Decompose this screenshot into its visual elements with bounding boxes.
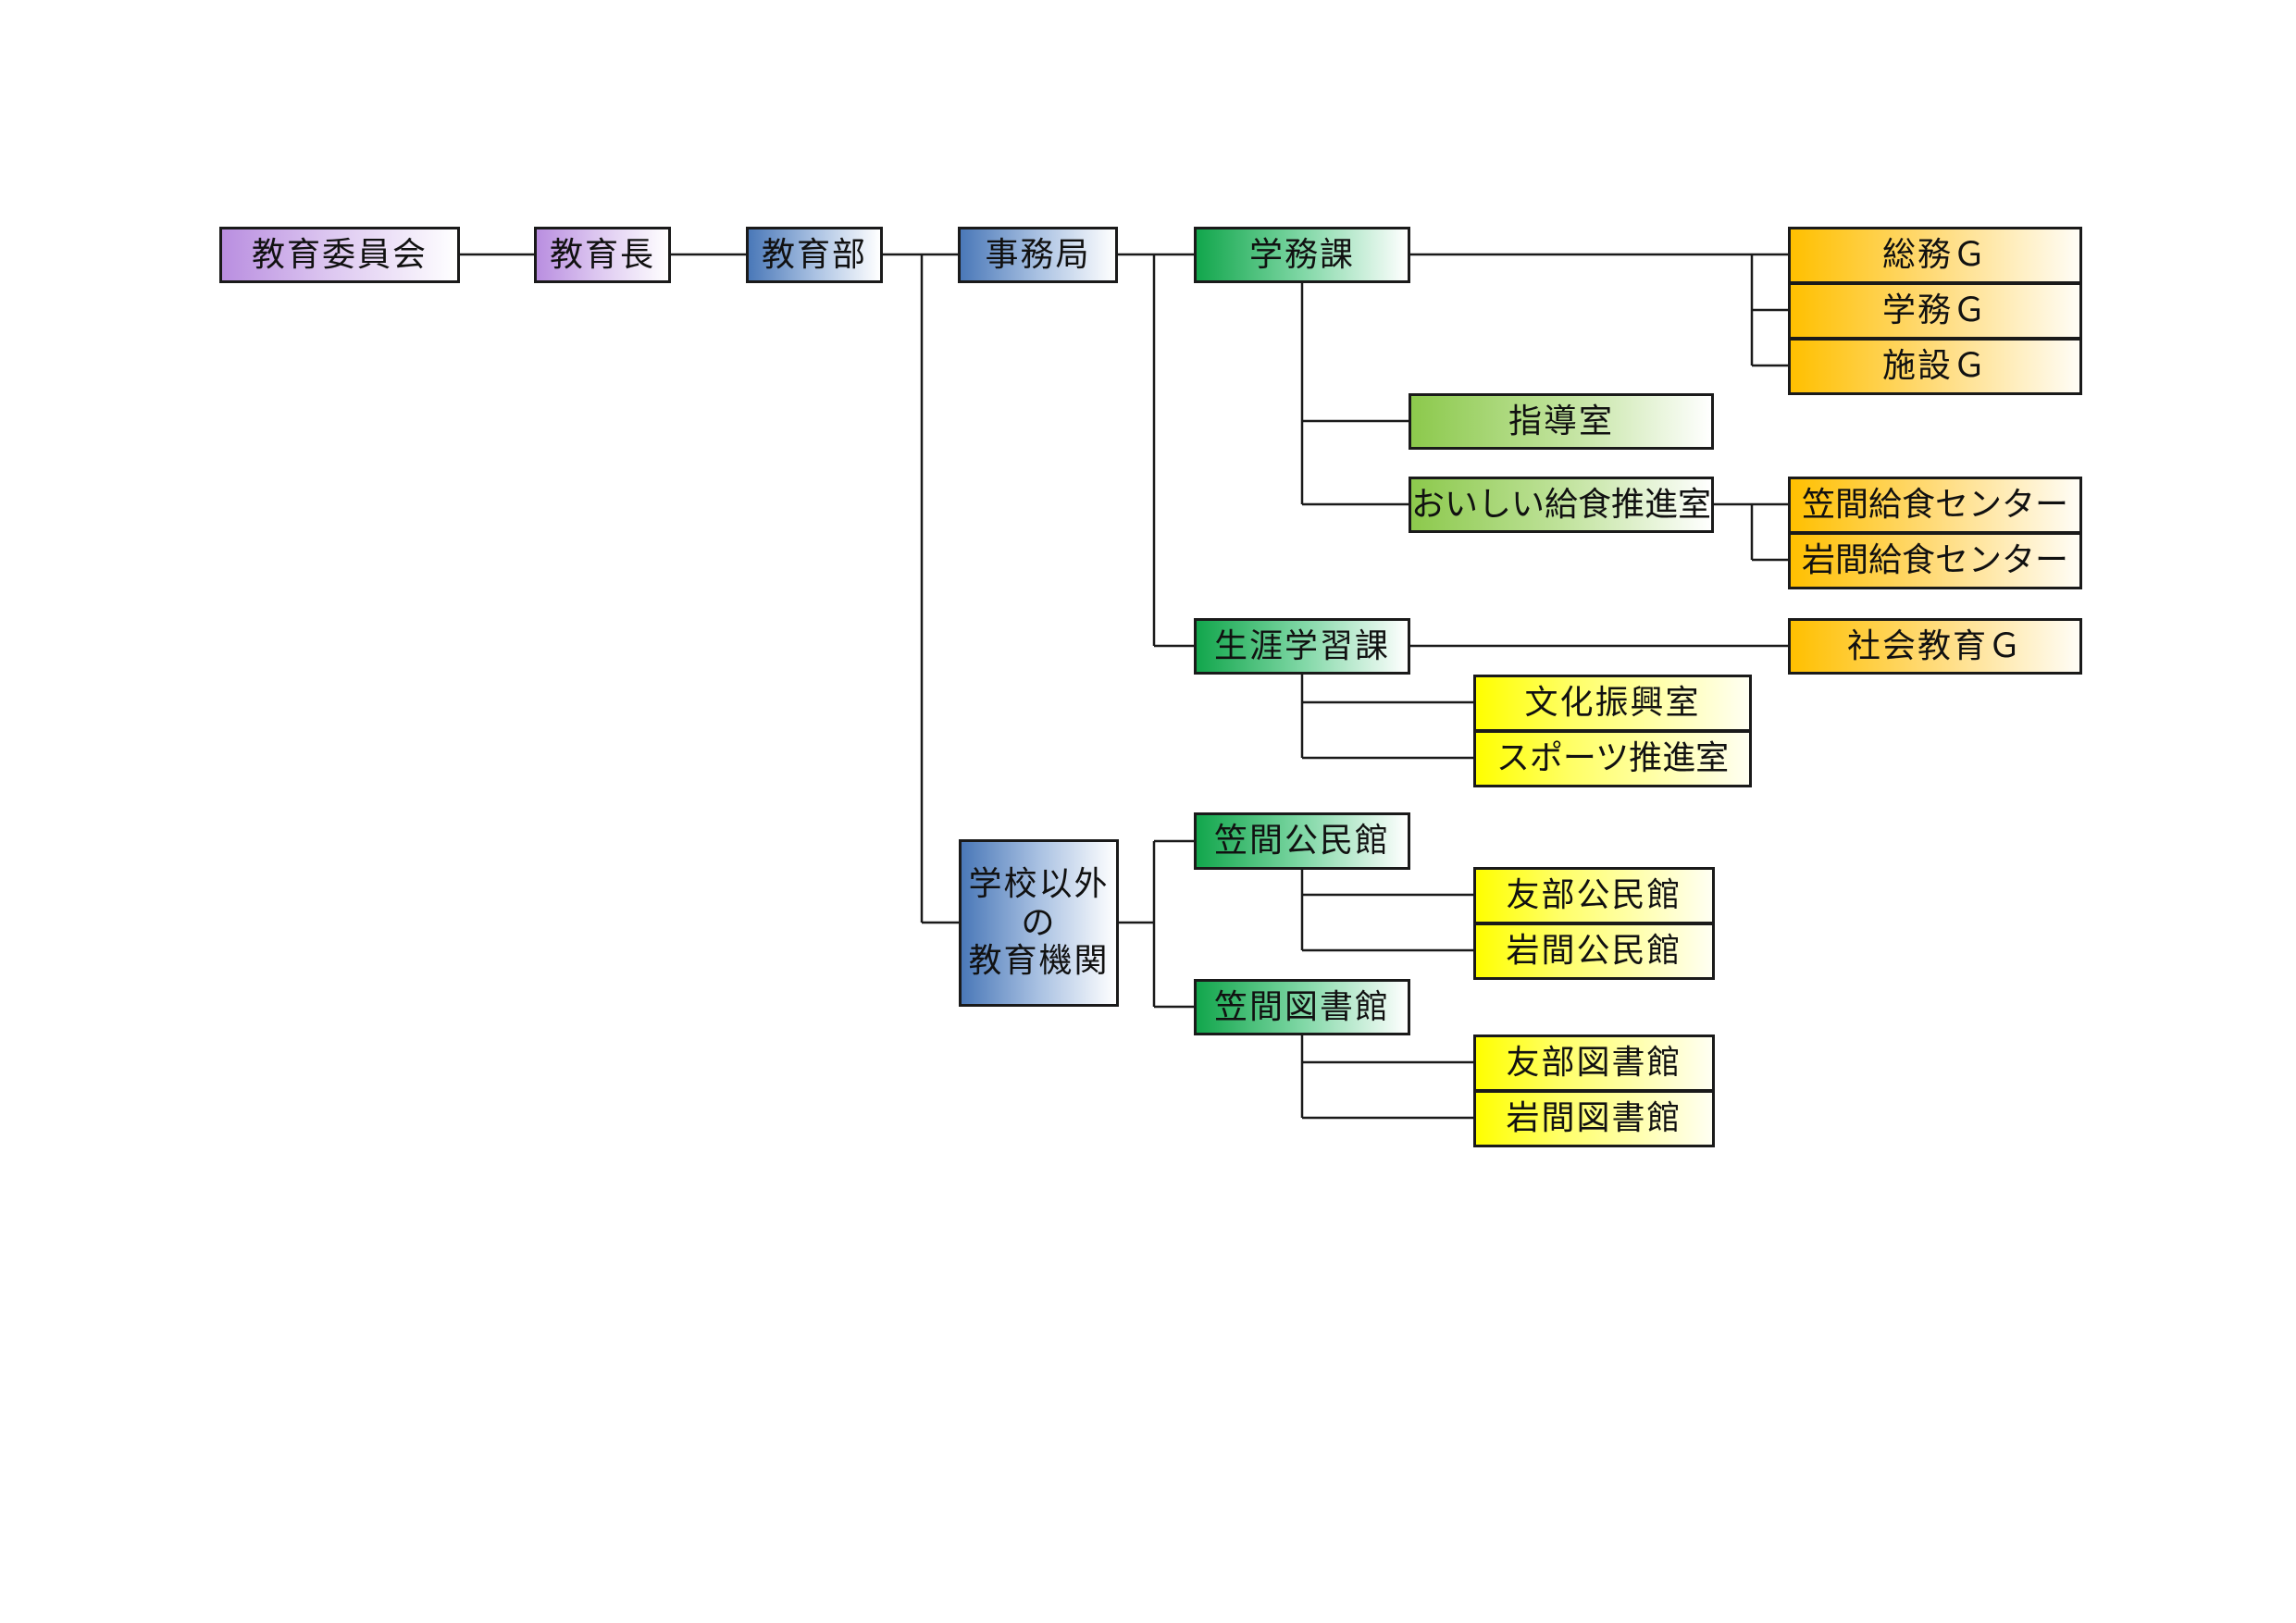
node-kasama-community-hall: 笠間公民館	[1194, 812, 1410, 870]
node-education-department: 教育部	[746, 227, 883, 283]
node-non-school-institutions-line1: 学校以外	[968, 865, 1110, 904]
node-secretariat: 事務局	[958, 227, 1118, 283]
node-non-school-institutions: 学校以外 の 教育機関	[959, 839, 1119, 1007]
node-iwama-lunch-center: 岩間給食センター	[1788, 532, 2082, 589]
node-facilities-group: 施設Ｇ	[1788, 338, 2082, 395]
node-superintendent: 教育長	[534, 227, 671, 283]
node-board-of-education: 教育委員会	[219, 227, 460, 283]
node-kasama-lunch-center: 笠間給食センター	[1788, 477, 2082, 534]
node-non-school-institutions-line2: の	[1021, 903, 1057, 942]
node-general-affairs-group: 総務Ｇ	[1788, 227, 2082, 284]
node-sports-promotion-office: スポーツ推進室	[1473, 730, 1752, 787]
node-social-education-group: 社会教育Ｇ	[1788, 618, 2082, 675]
node-school-affairs-group: 学務Ｇ	[1788, 282, 2082, 340]
node-tomobe-library: 友部図書館	[1473, 1035, 1715, 1092]
node-tomobe-community-hall: 友部公民館	[1473, 867, 1715, 924]
node-school-affairs-division: 学務課	[1194, 227, 1410, 283]
node-iwama-library: 岩間図書館	[1473, 1090, 1715, 1147]
node-school-lunch-office: おいしい給食推進室	[1409, 477, 1714, 533]
node-culture-promotion-office: 文化振興室	[1473, 675, 1752, 732]
node-kasama-library: 笠間図書館	[1194, 979, 1410, 1035]
node-iwama-community-hall: 岩間公民館	[1473, 923, 1715, 980]
node-guidance-office: 指導室	[1409, 393, 1714, 450]
node-lifelong-learning-division: 生涯学習課	[1194, 618, 1410, 675]
node-non-school-institutions-line3: 教育機関	[968, 942, 1110, 981]
